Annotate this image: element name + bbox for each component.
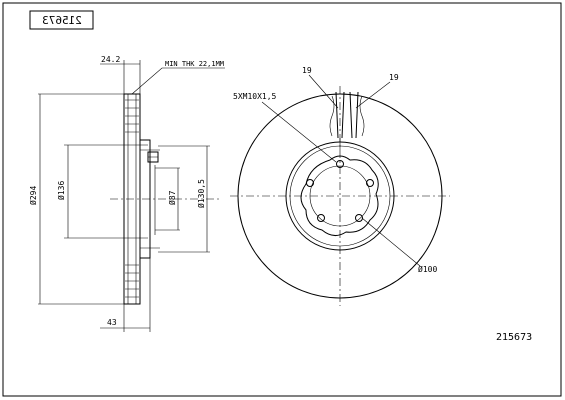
vent-label-right: 19 (389, 73, 399, 82)
bolt-thread-label: 5XM10X1,5 (233, 92, 277, 101)
mirrored-part-number: 215673 (42, 14, 82, 27)
front-view (230, 86, 450, 306)
dim-24-2: 24.2 (101, 55, 120, 64)
dim-dia-136: Ø136 (56, 181, 66, 200)
part-number: 215673 (496, 332, 532, 343)
dim-dia-130-5: Ø130,5 (196, 179, 206, 208)
drawing-frame (2, 2, 562, 397)
vent-hatching (125, 99, 139, 298)
pcd-label: Ø100 (418, 264, 437, 274)
dim-dia-87: Ø87 (167, 190, 177, 205)
side-view-dimensions: 24.2 MIN THK 22,1MM Ø294 Ø136 Ø87 Ø130,5… (28, 55, 225, 332)
dim-dia-294: Ø294 (28, 186, 38, 205)
mirrored-title-box: 215673 (29, 10, 94, 30)
vent-slot-detail (329, 91, 365, 150)
dim-43: 43 (107, 318, 117, 327)
front-view-annotations: 19 19 5XM10X1,5 Ø100 (233, 66, 437, 274)
min-thickness-label: MIN THK 22,1MM (165, 60, 224, 68)
vent-label-left: 19 (302, 66, 312, 75)
